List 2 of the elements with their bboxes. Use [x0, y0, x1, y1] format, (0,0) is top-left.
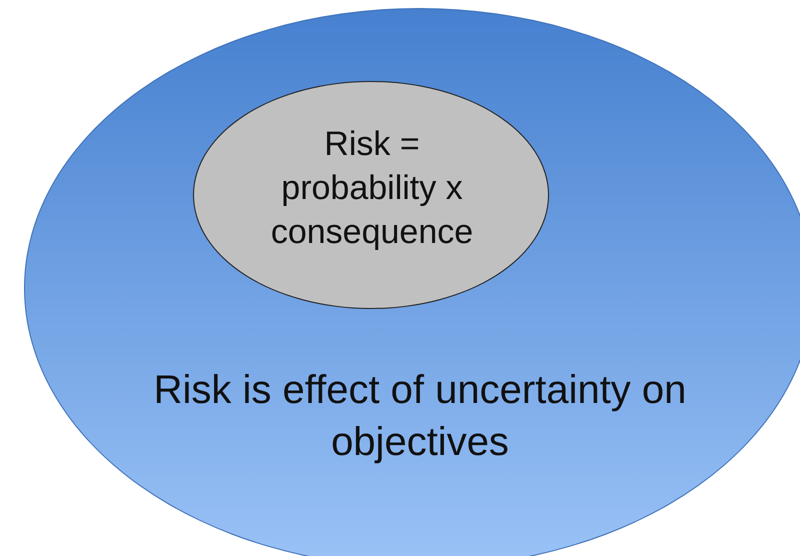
ellipse-text: Risk = probability x consequence	[270, 124, 474, 254]
ellipse-text: Risk is effect of uncertainty on objectives	[152, 367, 688, 466]
